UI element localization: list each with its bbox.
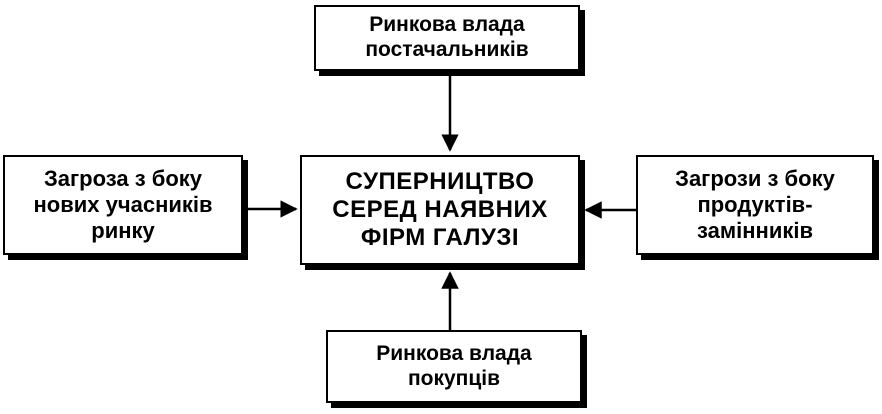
buyer-power-label: Ринкова влада покупців — [376, 341, 532, 390]
substitutes-threat-label: Загрози з боку продуктів- замінників — [675, 166, 835, 243]
buyer-power-box: Ринкова влада покупців — [326, 330, 582, 403]
supplier-power-label: Ринкова влада постачальників — [365, 13, 529, 61]
industry-rivalry-label: СУПЕРНИЦТВО СЕРЕД НАЯВНИХ ФІРМ ГАЛУЗІ — [332, 167, 548, 252]
industry-rivalry-box: СУПЕРНИЦТВО СЕРЕД НАЯВНИХ ФІРМ ГАЛУЗІ — [300, 155, 580, 265]
new-entrants-threat-label: Загроза з боку нових учасників ринку — [33, 166, 213, 243]
new-entrants-threat-box: Загроза з боку нових учасників ринку — [3, 155, 243, 255]
substitutes-threat-box: Загрози з боку продуктів- замінників — [636, 155, 874, 255]
supplier-power-box: Ринкова влада постачальників — [314, 5, 580, 71]
